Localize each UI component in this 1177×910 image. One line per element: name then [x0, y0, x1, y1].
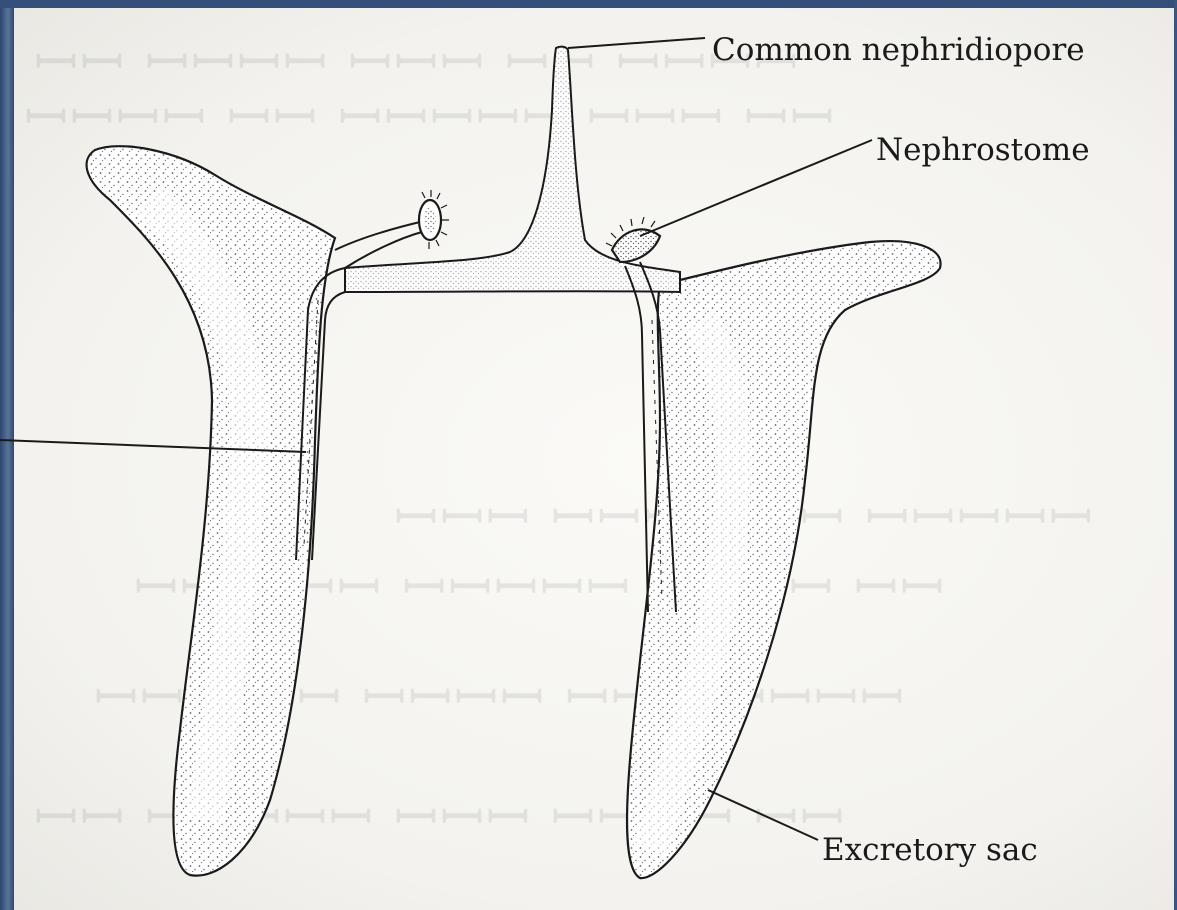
- label-excretory-sac: Excretory sac: [822, 832, 1038, 868]
- right-nephrostome: [606, 217, 660, 262]
- label-common-nephridiopore: Common nephridiopore: [712, 32, 1085, 68]
- leader-line-common-nephridiopore: [568, 38, 705, 48]
- right-excretory-sac: [627, 241, 941, 878]
- leader-line-nephrostome: [640, 140, 872, 236]
- label-nephrostome: Nephrostome: [876, 132, 1090, 168]
- leader-line-excretory-sac: [708, 790, 818, 840]
- left-nephrostome: [419, 190, 449, 249]
